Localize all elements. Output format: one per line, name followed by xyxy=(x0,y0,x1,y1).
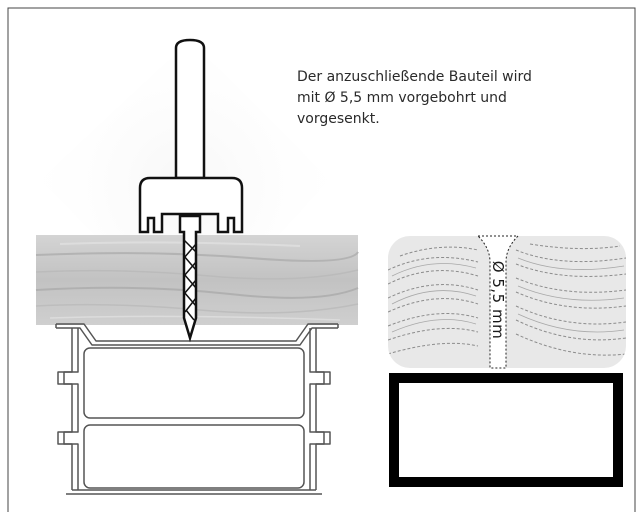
description-line-3: vorgesenkt. xyxy=(297,111,380,127)
drill-flutes xyxy=(183,239,197,321)
end-grain-block xyxy=(388,235,626,369)
countersink-drill xyxy=(138,38,244,343)
description-line-2: mit Ø 5,5 mm vorgebohrt und xyxy=(297,90,507,106)
rectangular-tube xyxy=(389,373,623,487)
aluminium-profile xyxy=(55,323,339,495)
description-line-1: Der anzuschließende Bauteil wird xyxy=(297,69,532,85)
drill-hole xyxy=(476,235,520,369)
frame-border xyxy=(7,7,636,512)
hole-diameter-label: Ø 5,5 mm xyxy=(489,260,507,340)
description-text: Der anzuschließende Bauteil wird mit Ø 5… xyxy=(297,67,617,130)
